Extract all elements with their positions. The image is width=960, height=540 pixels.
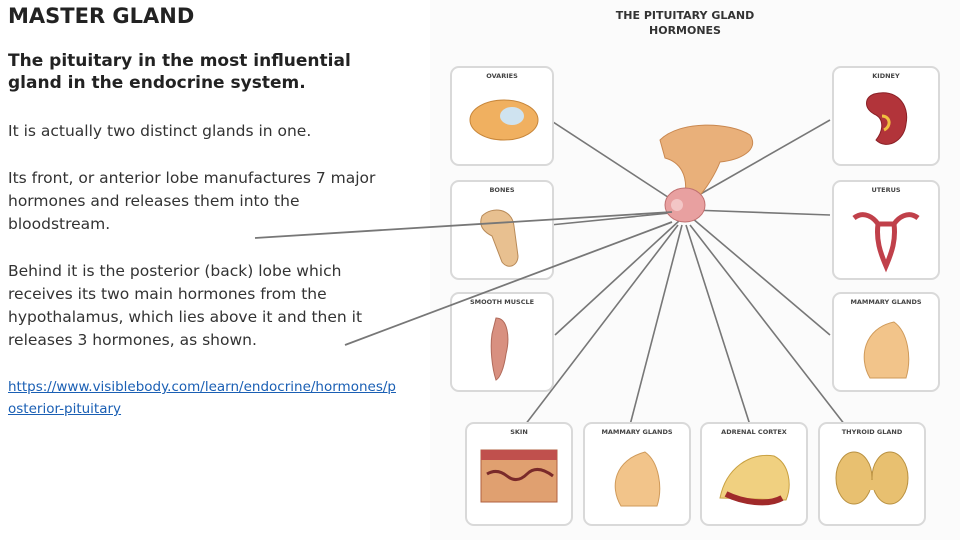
diagram-title-line-1: THE PITUITARY GLAND <box>615 9 755 22</box>
organ-box-adrenal: ADRENAL CORTEX <box>700 422 808 526</box>
line-to-kidney <box>689 119 831 201</box>
kidney-icon <box>866 92 908 145</box>
organ-box-kidney: KIDNEY <box>832 66 940 166</box>
slide-subtitle: The pituitary in the most influential gl… <box>8 51 351 93</box>
ovary-icon <box>469 99 539 141</box>
mammary-gland-icon <box>863 321 910 379</box>
uterus-icon <box>852 212 920 273</box>
mammary-gland-bottom-icon <box>614 451 661 507</box>
source-link[interactable]: https://www.visiblebody.com/learn/endocr… <box>8 379 396 417</box>
organ-box-skin: SKIN <box>465 422 573 526</box>
line-to-thyroid <box>689 224 846 426</box>
organ-box-ovaries: OVARIES <box>450 66 554 166</box>
organ-box-thyroid: THYROID GLAND <box>818 422 926 526</box>
organ-box-mammary-bottom: MAMMARY GLANDS <box>583 422 691 526</box>
text-panel: MASTER GLAND The pituitary in the most i… <box>8 4 403 420</box>
pituitary-diagram: THE PITUITARY GLAND HORMONES OVARIES <box>430 0 960 540</box>
skin-icon <box>480 449 558 503</box>
thyroid-icon <box>835 451 909 505</box>
line-to-uterus <box>691 209 831 216</box>
paragraph-two-glands: It is actually two distinct glands in on… <box>8 122 312 140</box>
organ-box-uterus: UTERUS <box>832 180 940 280</box>
organ-box-bones: BONES <box>450 180 554 280</box>
adrenal-icon <box>719 454 790 506</box>
line-to-ovaries <box>549 119 681 206</box>
diagram-title-line-2: HORMONES <box>649 24 721 37</box>
organ-box-smooth-muscle: SMOOTH MUSCLE <box>450 292 554 392</box>
pituitary-illustration <box>659 124 753 223</box>
organ-box-mammary-right: MAMMARY GLANDS <box>832 292 940 392</box>
muscle-icon <box>490 317 509 381</box>
paragraph-anterior-lobe: Its front, or anterior lobe manufactures… <box>8 169 376 233</box>
line-to-smooth-muscle <box>554 219 681 336</box>
line-to-mammary-right <box>691 217 831 336</box>
bone-icon <box>480 209 519 267</box>
paragraph-posterior-lobe: Behind it is the posterior (back) lobe w… <box>8 262 363 349</box>
line-to-adrenal <box>685 224 751 426</box>
diagram-title: THE PITUITARY GLAND HORMONES <box>590 8 780 38</box>
line-to-bones <box>549 211 681 226</box>
slide-title: MASTER GLAND <box>8 4 195 28</box>
